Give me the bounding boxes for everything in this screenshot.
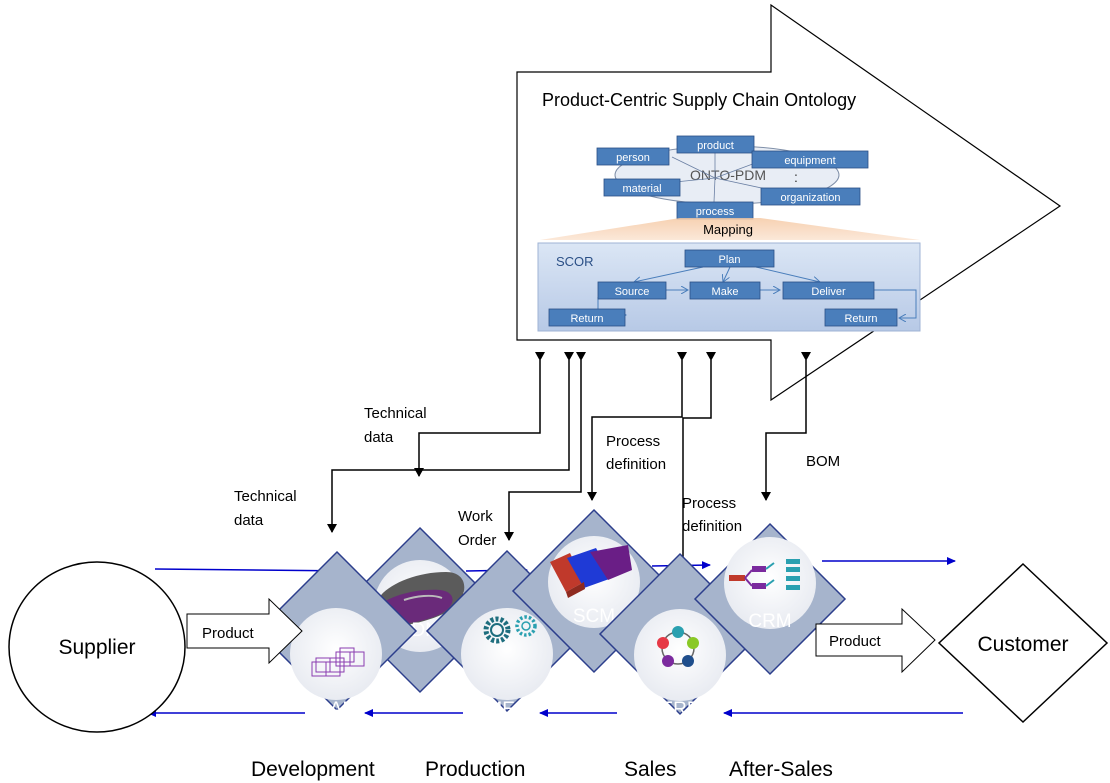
- node-material: material: [603, 178, 681, 197]
- product-arrow-left: Product: [186, 597, 303, 665]
- svg-text:Deliver: Deliver: [811, 286, 846, 298]
- erp-network-icon: [657, 626, 699, 667]
- module-cad: CAD: [256, 550, 418, 720]
- mes-label: MES: [486, 699, 527, 720]
- crm-tree-icon: [729, 559, 800, 590]
- svg-text:material: material: [622, 183, 661, 195]
- svg-text:data: data: [234, 512, 264, 529]
- supplier-label: Supplier: [58, 636, 135, 659]
- cad-wireframe-icon: [311, 647, 365, 677]
- ontology-nodes: product person equipment material organi…: [596, 135, 869, 220]
- svg-text:equipment: equipment: [784, 155, 835, 167]
- scor-label: SCOR: [556, 254, 594, 269]
- product-arrow-right-label: Product: [829, 633, 882, 650]
- scor-panel: SCOR Plan Source Make: [537, 242, 921, 332]
- data-connectors: [327, 352, 811, 608]
- scor-deliver: Deliver: [782, 281, 875, 300]
- node-equipment: equipment: [751, 150, 869, 169]
- svg-text:Make: Make: [712, 286, 739, 298]
- svg-text:Process: Process: [682, 495, 736, 512]
- stage-production: Production: [425, 758, 525, 781]
- svg-text:Process: Process: [606, 433, 660, 450]
- cad-label: CAD: [316, 699, 356, 720]
- svg-text:person: person: [616, 152, 650, 164]
- ellipsis-glyph: :: [794, 169, 798, 185]
- svg-text:data: data: [364, 429, 394, 446]
- scor-return-left: Return: [548, 308, 626, 327]
- node-process: process: [676, 201, 754, 220]
- svg-text:Order: Order: [458, 532, 496, 549]
- svg-text:Return: Return: [844, 313, 877, 325]
- stage-after-sales: After-Sales: [729, 758, 833, 781]
- crm-label: CRM: [748, 611, 791, 632]
- ontology-title: Product-Centric Supply Chain Ontology: [542, 90, 856, 110]
- annotation-work-order: Work Order: [458, 508, 496, 549]
- svg-text:definition: definition: [606, 456, 666, 473]
- scm-label: SCM: [573, 606, 615, 627]
- mapping-funnel: [540, 218, 920, 240]
- node-product: product: [676, 135, 755, 154]
- scor-source: Source: [597, 281, 667, 300]
- product-arrow-left-label: Product: [202, 625, 255, 642]
- scor-plan: Plan: [684, 249, 775, 268]
- svg-text:Source: Source: [615, 286, 650, 298]
- stage-sales: Sales: [624, 758, 677, 781]
- erp-label: ERP: [660, 699, 699, 720]
- annotation-technical-data-1: Technical data: [364, 405, 427, 446]
- svg-text:Work: Work: [458, 508, 493, 525]
- annotation-process-definition-2: Process definition: [682, 495, 742, 535]
- product-arrow-right: Product: [815, 607, 936, 674]
- svg-text:process: process: [696, 206, 735, 218]
- annotation-bom: BOM: [806, 453, 840, 470]
- customer-label: Customer: [977, 633, 1068, 656]
- supplier-node: Supplier: [8, 561, 186, 733]
- svg-text:organization: organization: [781, 192, 841, 204]
- svg-text:Plan: Plan: [718, 254, 740, 266]
- scor-return-right: Return: [824, 308, 898, 327]
- scm-blocks-icon: [550, 545, 632, 598]
- mapping-label: Mapping: [703, 222, 753, 237]
- node-person: person: [596, 147, 670, 166]
- node-organization: organization: [760, 187, 861, 206]
- scor-make: Make: [689, 281, 761, 300]
- mes-gears-icon: [483, 615, 537, 644]
- module-mes: MES: [425, 549, 589, 720]
- stage-labels: Development Production Sales After-Sales: [251, 758, 833, 781]
- svg-text:Technical: Technical: [234, 488, 297, 505]
- svg-text:product: product: [697, 140, 734, 152]
- svg-text:definition: definition: [682, 518, 742, 535]
- svg-text:Technical: Technical: [364, 405, 427, 422]
- annotation-process-definition-1: Process definition: [606, 433, 666, 473]
- svg-text:Return: Return: [570, 313, 603, 325]
- stage-development: Development: [251, 758, 375, 781]
- module-crm: CRM: [693, 522, 847, 676]
- customer-node: Customer: [937, 562, 1109, 724]
- annotation-technical-data-2: Technical data: [234, 488, 297, 529]
